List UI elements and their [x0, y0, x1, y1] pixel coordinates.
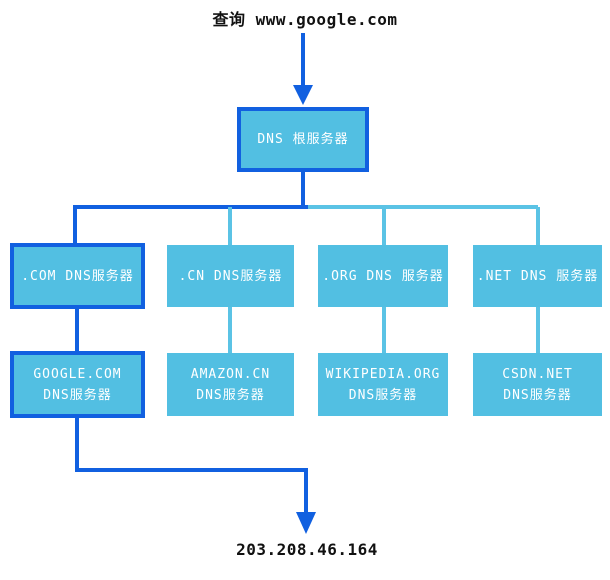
node-label-line1: WIKIPEDIA.ORG	[325, 366, 441, 382]
node-dns-root-server: DNS 根服务器	[237, 107, 369, 172]
node-cn-dns-server: .CN DNS服务器	[167, 245, 294, 307]
node-label-line2: DNS服务器	[196, 387, 265, 403]
query-arrow	[293, 33, 313, 105]
node-net-dns-server: .NET DNS 服务器	[473, 245, 602, 307]
node-org-dns-server: .ORG DNS 服务器	[318, 245, 448, 307]
node-com-dns-server: .COM DNS服务器	[10, 243, 145, 309]
node-csdn-net-dns-server: CSDN.NET DNS服务器	[473, 353, 602, 416]
node-wikipedia-org-dns-server: WIKIPEDIA.ORG DNS服务器	[318, 353, 448, 416]
node-label-line2: DNS服务器	[503, 387, 572, 403]
node-label: .CN DNS服务器	[178, 268, 283, 284]
node-label-line1: GOOGLE.COM	[33, 366, 122, 382]
query-title: 查询 www.google.com	[212, 10, 398, 29]
node-amazon-cn-dns-server: AMAZON.CN DNS服务器	[167, 353, 294, 416]
node-label-line2: DNS服务器	[43, 387, 112, 403]
node-label: .COM DNS服务器	[21, 268, 134, 284]
answer-arrow	[75, 416, 316, 534]
node-label-line1: AMAZON.CN	[190, 366, 271, 382]
node-label-line2: DNS服务器	[348, 387, 418, 403]
node-label: DNS 根服务器	[257, 132, 349, 147]
node-google-com-dns-server: GOOGLE.COM DNS服务器	[10, 351, 145, 418]
node-label: .ORG DNS 服务器	[322, 268, 444, 284]
node-label: .NET DNS 服务器	[476, 268, 599, 284]
resolved-ip-address: 203.208.46.164	[236, 540, 378, 559]
node-label-line1: CSDN.NET	[502, 366, 573, 382]
